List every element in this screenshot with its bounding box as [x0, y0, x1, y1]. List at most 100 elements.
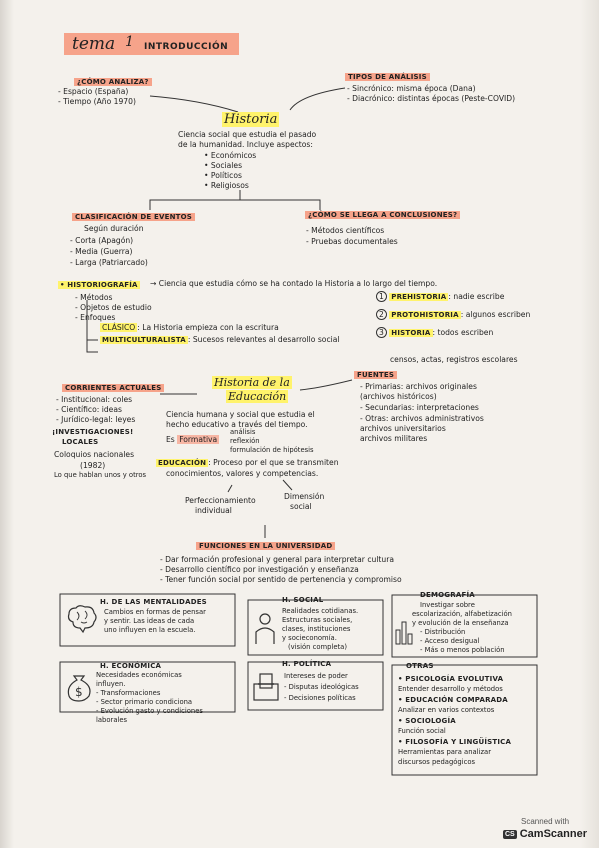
camscanner-watermark: Scanned with CS CamScanner [503, 817, 587, 840]
mentalidades-line: uno influyen en la escuela. [104, 626, 196, 634]
historia-educacion-desc: hecho educativo a través del tiempo. [166, 420, 308, 429]
otras-line: • EDUCACIÓN COMPARADA [398, 696, 508, 704]
formativa-label: Formativa [177, 435, 220, 444]
clasico-desc: : La Historia empieza con la escritura [137, 323, 279, 332]
clasificacion-item: - Larga (Patriarcado) [70, 258, 148, 267]
otras-line: Entender desarrollo y métodos [398, 685, 503, 693]
otras-line: Analizar en varios contextos [398, 706, 495, 714]
conclusiones-item: - Pruebas documentales [306, 237, 398, 246]
tipos-analisis-title: TIPOS DE ANÁLISIS [345, 73, 430, 81]
corrientes-title: CORRIENTES ACTUALES [62, 384, 165, 392]
arrow-historia-conclusiones [240, 199, 321, 210]
educacion-desc2: conocimientos, valores y competencias. [166, 469, 319, 478]
arrow-fuentes [299, 379, 353, 391]
fuentes-item: - Otras: archivos administrativos [360, 414, 484, 423]
scanned-with: Scanned with [520, 817, 570, 826]
money-bag-icon: $ [64, 668, 94, 706]
brain-icon [64, 604, 100, 638]
hsocial-line: (visión completa) [288, 643, 348, 651]
period-number: 1 [376, 291, 387, 302]
historia-aspect: • Políticos [204, 171, 242, 180]
educacion-label: EDUCACIÓN [156, 459, 209, 467]
period-desc: : nadie escribe [448, 292, 505, 301]
corrientes-item: - Jurídico-legal: leyes [56, 415, 136, 424]
otras-title: OTRAS [406, 662, 434, 670]
multi-desc: : Sucesos relevantes al desarrollo socia… [187, 335, 340, 344]
historiografia-item: - Métodos [75, 293, 113, 302]
title-highlight [64, 33, 239, 55]
box-hpolitica [247, 661, 384, 711]
period-number: 3 [376, 327, 387, 338]
corrientes-item: - Científico: ideas [56, 405, 122, 414]
hpolitica-line: Intereses de poder [284, 672, 348, 680]
fuentes-top: censos, actas, registros escolares [390, 355, 518, 364]
bracket-enfoques-clasico [86, 300, 98, 353]
heconomica-line: influyen. [96, 680, 126, 688]
conclusiones-title: ¿CÓMO SE LLEGA A CONCLUSIONES? [305, 211, 461, 219]
clasico-row: CLÁSICO: La Historia empieza con la escr… [100, 323, 279, 332]
clasificacion-item: - Media (Guerra) [70, 247, 133, 256]
como-analiza-item: - Espacio (España) [58, 87, 129, 96]
clasificacion-item: - Corta (Apagón) [70, 236, 134, 245]
funciones-title: FUNCIONES EN LA UNIVERSIDAD [196, 542, 336, 550]
fuentes-title: FUENTES [354, 371, 398, 379]
hsocial-line: y socieconomía. [282, 634, 337, 642]
arrow-dim [282, 479, 293, 491]
es-formativa-row: Es Formativa [166, 435, 220, 444]
demografia-line: y evolución de la enseñanza [412, 619, 509, 627]
coloquios: Coloquios nacionales [54, 450, 135, 459]
heconomica-line: - Transformaciones [96, 689, 161, 697]
demografia-title: DEMOGRAFÍA [420, 591, 475, 599]
historia-desc: de la humanidad. Incluye aspectos: [178, 140, 313, 149]
tema-label: tema [72, 34, 116, 54]
otras-line: • FILOSOFÍA Y LINGÜÍSTICA [398, 738, 512, 746]
educacion-desc: : Proceso por el que se transmiten [208, 458, 339, 467]
otras-line: • PSICOLOGÍA EVOLUTIVA [398, 675, 504, 683]
period-label: PREHISTORIA [389, 293, 449, 301]
arrow-perf [227, 484, 233, 493]
funciones-item: - Desarrollo científico por investigació… [160, 565, 359, 574]
arrow-historia-tipos [289, 87, 346, 111]
box-heconomica [59, 661, 236, 713]
historia-educacion-title: Historia de la [212, 376, 292, 389]
perfeccionamiento: Perfeccionamiento [185, 496, 256, 505]
formulacion: formulación de hipótesis [230, 446, 314, 454]
como-analiza-title: ¿CÓMO ANALIZA? [74, 78, 152, 86]
historia-educacion-title2: Educación [226, 390, 289, 403]
arrow-como-analiza-historia [149, 95, 239, 113]
corrientes-nota: Lo que hablan unos y otros [54, 471, 147, 479]
conclusiones-item: - Métodos científicos [306, 226, 385, 235]
dimension-2: social [290, 502, 312, 511]
historiografia-desc: → Ciencia que estudia cómo se ha contado… [150, 279, 438, 288]
group-icon [252, 612, 278, 650]
perfeccionamiento-2: individual [195, 506, 232, 515]
tema-number: 1 [125, 34, 134, 50]
historia-educacion-desc: Ciencia humana y social que estudia el [166, 410, 315, 419]
demografia-line: Investigar sobre [420, 601, 475, 609]
hpolitica-line: - Decisiones políticas [284, 694, 356, 702]
box-mentalidades [59, 593, 236, 647]
multi-label: MULTICULTURALISTA [100, 336, 188, 344]
mentalidades-title: H. DE LAS MENTALIDADES [100, 598, 207, 606]
hsocial-line: Estructuras sociales, [282, 616, 353, 624]
clasico-label: CLÁSICO [100, 323, 138, 332]
demografia-line: escolarización, alfabetización [412, 610, 512, 618]
historia-aspect: • Religiosos [204, 181, 249, 190]
otras-line: • SOCIOLOGÍA [398, 717, 456, 725]
heconomica-title: H. ECONÓMICA [100, 662, 162, 670]
historiografia-item: - Enfoques [75, 313, 116, 322]
otras-line: Función social [398, 727, 446, 735]
mentalidades-line: Cambios en formas de pensar [104, 608, 206, 616]
historiografia-item: - Objetos de estudio [75, 303, 152, 312]
period-label: PROTOHISTORIA [389, 311, 461, 319]
educacion-row: EDUCACIÓN: Proceso por el que se transmi… [156, 458, 339, 468]
heconomica-line: - Sector primario condiciona [96, 698, 193, 706]
historia-aspect: • Económicos [204, 151, 257, 160]
corrientes-item: - Institucional: coles [56, 395, 133, 404]
svg-text:$: $ [75, 685, 83, 699]
historia-desc: Ciencia social que estudia el pasado [178, 130, 317, 139]
period-row: 2 PROTOHISTORIA: algunos escriben [376, 309, 530, 320]
demografia-line: - Más o menos población [420, 646, 505, 654]
bar-chart-icon [394, 616, 414, 650]
